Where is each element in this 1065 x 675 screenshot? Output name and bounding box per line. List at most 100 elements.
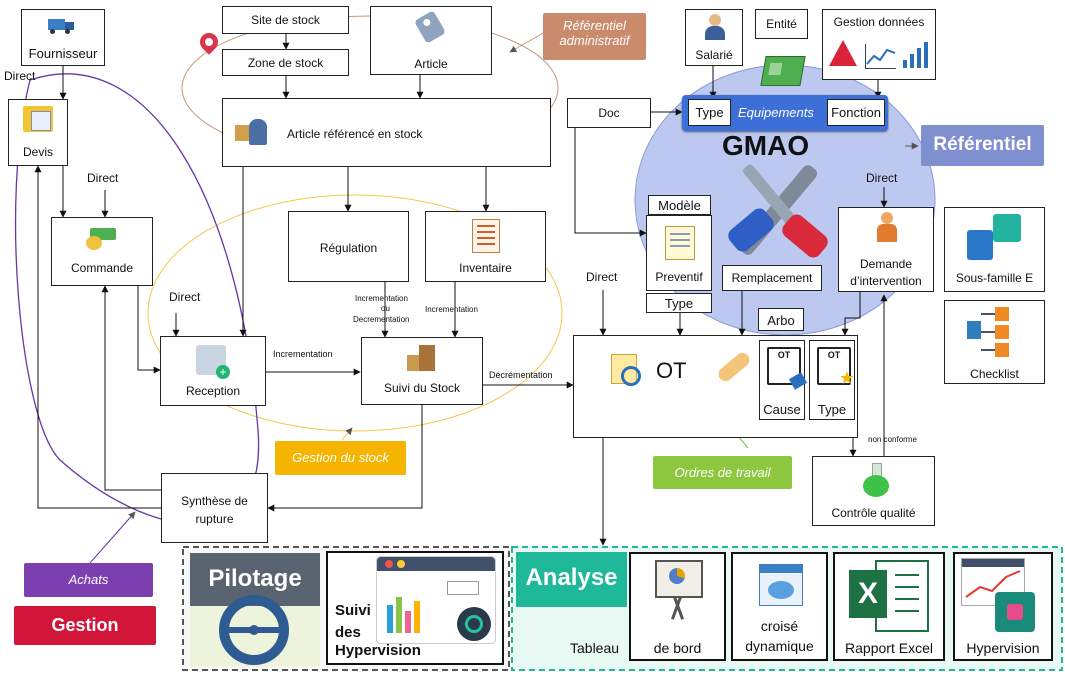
reception-box[interactable]: + Reception <box>160 336 266 406</box>
ot-label: OT <box>656 358 687 383</box>
article-ref-label: Article référencé en stock <box>287 127 423 141</box>
remplacement-box[interactable]: Remplacement <box>722 265 822 291</box>
service-person-icon <box>875 212 899 246</box>
edge-direct-1: Direct <box>4 69 36 83</box>
gestion-donnees-box[interactable]: Gestion données <box>822 9 936 80</box>
regulation-box[interactable]: Régulation <box>288 211 409 282</box>
article-ref-box[interactable]: Article référencé en stock <box>222 98 551 167</box>
controle-box[interactable]: Contrôle qualité <box>812 456 935 526</box>
regulation-label: Régulation <box>319 241 378 255</box>
arbo-box[interactable]: Arbo <box>758 308 804 331</box>
inventaire-box[interactable]: Inventaire <box>425 211 546 282</box>
rapport-box[interactable]: X Rapport Excel <box>833 552 945 661</box>
box-plus-icon: + <box>196 345 230 379</box>
type2-box[interactable]: Type <box>646 293 712 313</box>
edge-non-conforme: non conforme <box>868 435 917 444</box>
money-icon <box>86 226 118 250</box>
demande-label-2: d’intervention <box>850 274 922 288</box>
referentiel-tag: Référentiel <box>921 125 1044 166</box>
rapport-label: Rapport Excel <box>845 640 933 656</box>
zone-stock-box[interactable]: Zone de stock <box>222 49 349 76</box>
puzzle-icon <box>967 214 1025 266</box>
site-stock-label: Site de stock <box>251 13 320 27</box>
edge-direct-4: Direct <box>866 171 898 185</box>
hypervision-analyse-label: Hypervision <box>966 640 1040 656</box>
ref-admin-label-1: Référentiel <box>563 18 626 33</box>
warning-icon <box>829 40 857 66</box>
entite-box[interactable]: Entité <box>755 9 808 39</box>
salarie-box[interactable]: Salarié <box>685 9 743 66</box>
gestion-stock-tag: Gestion du stock <box>275 441 406 475</box>
croise-box[interactable]: croisé dynamique <box>731 552 828 661</box>
gestion-label: Gestion <box>51 615 119 635</box>
cause-box[interactable]: OT Cause <box>759 340 808 420</box>
hypervision-pilotage-label: Hypervision <box>335 642 421 659</box>
gestion-donnees-label: Gestion données <box>833 15 925 29</box>
demande-box[interactable]: Demande d’intervention <box>838 207 934 292</box>
fournisseur-label: Fournisseur <box>28 46 98 61</box>
devis-box[interactable]: Devis <box>8 99 68 166</box>
tableau-bord-box[interactable]: de bord <box>629 552 726 661</box>
type-box[interactable]: Type <box>688 99 731 126</box>
notepad-icon <box>665 226 695 260</box>
type3-box[interactable]: OT ★ Type <box>809 340 855 420</box>
modele-box[interactable]: Modèle <box>648 195 711 215</box>
flask-icon <box>863 463 889 499</box>
achats-tag: Achats <box>24 563 153 597</box>
checklist-label: Checklist <box>970 367 1019 381</box>
achats-label: Achats <box>68 572 109 587</box>
dynamique-label: dynamique <box>745 638 814 654</box>
equipements-label: Equipements <box>738 105 814 120</box>
pilotage-header: Pilotage <box>190 553 320 606</box>
bandage-icon <box>715 350 753 384</box>
fonction-label: Fonction <box>831 105 881 120</box>
suivi-stock-label: Suivi du Stock <box>383 381 461 395</box>
fournisseur-box[interactable]: Fournisseur <box>21 9 105 66</box>
article-box[interactable]: Article <box>370 6 492 75</box>
des-label: des <box>335 624 361 641</box>
ref-admin-label-2: administratif <box>559 33 630 48</box>
hypervision-analyse-box[interactable]: Hypervision <box>953 552 1053 661</box>
circuit-card-icon <box>760 56 806 86</box>
shelves-icon <box>407 343 437 373</box>
checklist-box[interactable]: Checklist <box>944 300 1045 384</box>
demande-label-1: Demande <box>859 257 913 271</box>
ot-small-label-2: OT <box>827 350 841 360</box>
tableau-label: Tableau <box>570 640 620 656</box>
edge-direct-2: Direct <box>87 171 119 185</box>
edge-incr-decr-2: ou <box>381 304 390 313</box>
fonction-box[interactable]: Fonction <box>827 99 885 126</box>
analyse-header: Analyse <box>516 552 627 607</box>
sous-famille-box[interactable]: Sous-famille E <box>944 207 1045 292</box>
sous-famille-label: Sous-famille E <box>955 271 1034 285</box>
presentation-board-icon <box>655 560 703 622</box>
excel-icon: X <box>849 560 929 632</box>
ot-box[interactable]: OT OT Cause OT ★ Type <box>573 335 858 438</box>
checklist-doc-icon <box>472 219 500 253</box>
remplacement-label: Remplacement <box>731 271 813 285</box>
search-doc-icon <box>611 354 641 386</box>
type3-label: Type <box>817 402 847 417</box>
cause-label: Cause <box>763 402 801 417</box>
doc-box[interactable]: Doc <box>567 98 651 128</box>
inventaire-label: Inventaire <box>459 261 512 275</box>
suivi-label: Suivi <box>335 602 371 619</box>
arbo-label: Arbo <box>767 313 795 328</box>
devis-label: Devis <box>22 145 53 159</box>
reception-label: Reception <box>185 384 241 398</box>
edge-incrementation-2: Incrementation <box>425 305 478 314</box>
pivot-table-icon <box>759 564 803 606</box>
doc-label: Doc <box>598 106 620 120</box>
line-chart-icon <box>865 44 896 69</box>
ordres-travail-label: Ordres de travail <box>674 465 771 480</box>
preventif-box[interactable]: Preventif <box>646 215 712 291</box>
synthese-box[interactable]: Synthèse de rupture <box>161 473 268 543</box>
hypervision-box[interactable]: Suivi des Hypervision <box>326 551 504 665</box>
commande-box[interactable]: Commande <box>51 217 153 286</box>
suivi-stock-box[interactable]: Suivi du Stock <box>361 337 483 405</box>
pilotage-title: Pilotage <box>208 565 302 592</box>
tools-icon <box>720 155 840 275</box>
tag-icon <box>413 10 447 44</box>
site-stock-box[interactable]: Site de stock <box>222 6 349 34</box>
edge-incrementation-1: Incrementation <box>273 349 333 359</box>
